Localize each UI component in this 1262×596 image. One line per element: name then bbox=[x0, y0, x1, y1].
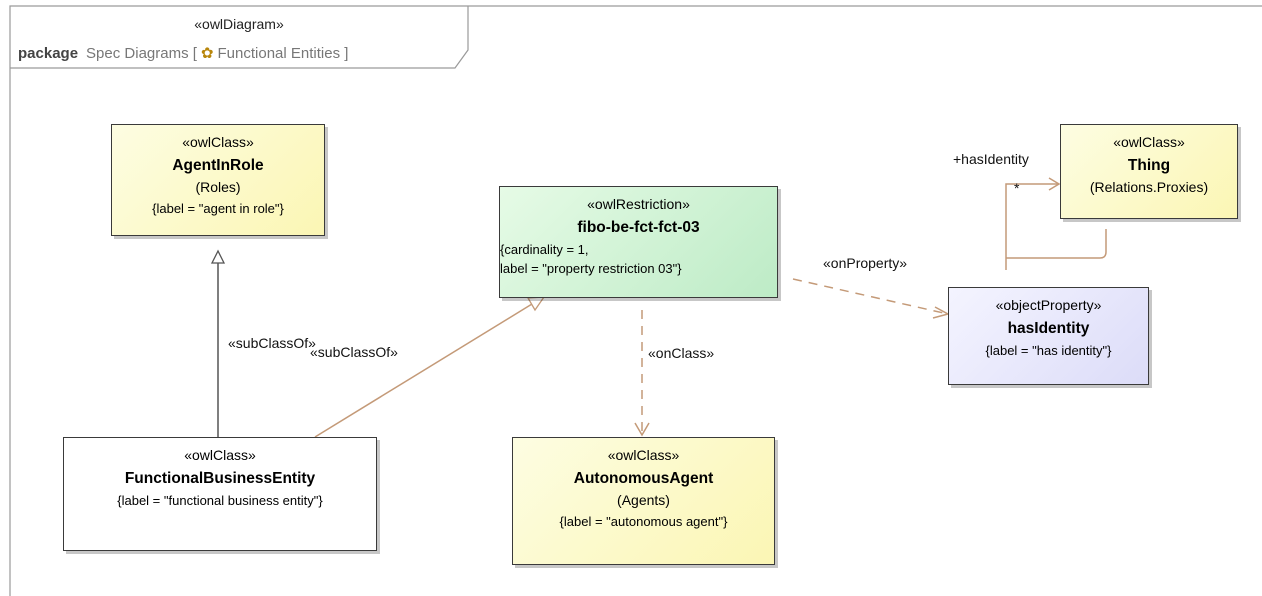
node-tag-line1: {cardinality = 1, bbox=[500, 242, 589, 257]
frame-diagram-name: Functional Entities bbox=[217, 45, 341, 62]
frame-tab-border bbox=[10, 6, 469, 69]
node-tag: {label = "agent in role"} bbox=[152, 201, 284, 216]
node-name: Thing bbox=[1127, 157, 1171, 174]
node-stereotype: «owlClass» bbox=[184, 447, 256, 463]
frame-stereotype: «owlDiagram» bbox=[194, 16, 284, 32]
node-stereotype: «owlClass» bbox=[1113, 134, 1185, 150]
node-tag-line2: label = "property restriction 03"} bbox=[500, 261, 682, 276]
frame-title: package Spec Diagrams [✿Functional Entiti… bbox=[18, 44, 348, 62]
node-agent-in-role[interactable]: «owlClass» AgentInRole (Roles) {label = … bbox=[111, 124, 325, 236]
node-autonomous-agent[interactable]: «owlClass» AutonomousAgent (Agents) {lab… bbox=[512, 437, 775, 565]
node-name: AutonomousAgent bbox=[573, 470, 714, 487]
node-package: (Relations.Proxies) bbox=[1089, 179, 1209, 195]
node-functional-business-entity[interactable]: «owlClass» FunctionalBusinessEntity {lab… bbox=[63, 437, 377, 551]
generalization-arrowhead bbox=[526, 296, 546, 312]
package-diagram-icon: ✿ bbox=[200, 45, 214, 62]
node-restriction[interactable]: «owlRestriction» fibo-be-fct-fct-03 {car… bbox=[499, 186, 778, 298]
node-name: AgentInRole bbox=[172, 157, 264, 174]
on-property-label: «onProperty» bbox=[823, 255, 908, 271]
frame-title-suffix: ] bbox=[344, 45, 349, 62]
node-tag: {label = "functional business entity"} bbox=[117, 493, 323, 508]
node-package: (Roles) bbox=[195, 179, 241, 195]
generalization-arrowhead bbox=[210, 249, 226, 264]
node-stereotype: «owlRestriction» bbox=[587, 196, 690, 212]
node-tag: {label = "autonomous agent"} bbox=[559, 514, 728, 529]
subclass-label-vertical: «subClassOf» bbox=[228, 335, 316, 351]
diagram-frame-tab: «owlDiagram» package Spec Diagrams [✿Func… bbox=[10, 6, 468, 68]
node-package: (Agents) bbox=[617, 492, 670, 508]
dependency-arrowhead bbox=[634, 422, 650, 437]
node-thing[interactable]: «owlClass» Thing (Relations.Proxies) bbox=[1060, 124, 1238, 219]
subclass-label-diagonal: «subClassOf» bbox=[310, 344, 398, 360]
node-stereotype: «owlClass» bbox=[607, 447, 680, 463]
node-name: fibo-be-fct-fct-03 bbox=[577, 219, 700, 236]
diagram-frame bbox=[9, 5, 1262, 596]
association-arrowhead bbox=[1048, 177, 1061, 191]
association-multiplicity: * bbox=[1014, 180, 1020, 196]
frame-title-prefix: Spec Diagrams [ bbox=[86, 45, 197, 62]
on-class-label: «onClass» bbox=[648, 345, 715, 361]
association-role-label: +hasIdentity bbox=[953, 151, 1029, 167]
node-has-identity[interactable]: «objectProperty» hasIdentity {label = "h… bbox=[948, 287, 1149, 385]
node-tag: {label = "has identity"} bbox=[985, 343, 1112, 358]
node-stereotype: «owlClass» bbox=[182, 134, 254, 150]
on-property-edge[interactable] bbox=[792, 278, 949, 315]
node-name: FunctionalBusinessEntity bbox=[124, 470, 316, 487]
node-stereotype: «objectProperty» bbox=[995, 297, 1102, 313]
subclass-edge-diagonal[interactable] bbox=[314, 303, 533, 438]
has-identity-association[interactable] bbox=[1005, 183, 1107, 270]
frame-keyword: package bbox=[18, 45, 79, 62]
node-name: hasIdentity bbox=[1007, 320, 1090, 337]
